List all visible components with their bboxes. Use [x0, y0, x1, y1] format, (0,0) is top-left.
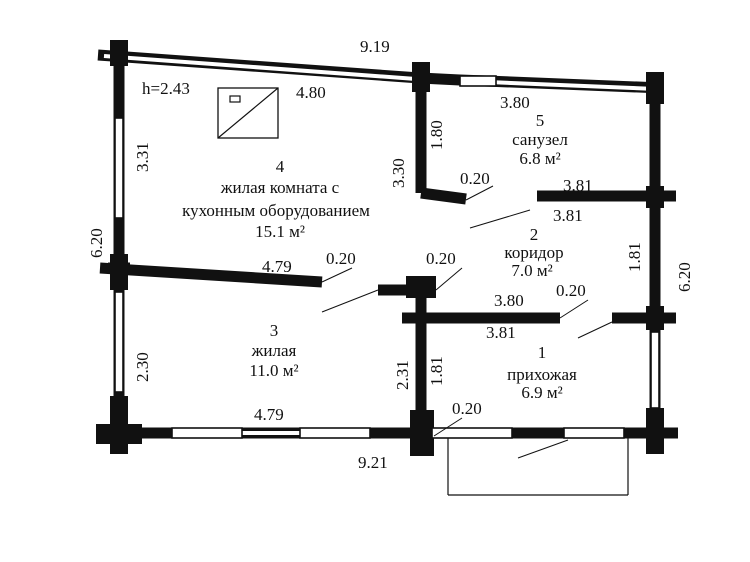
room4-area: 15.1 м²: [255, 222, 305, 241]
window-right: [650, 331, 660, 409]
room5-stub: [420, 187, 467, 205]
room3-name: жилая: [251, 341, 297, 360]
dim-door-stub: 0.20: [452, 399, 482, 418]
dim-room5-bottom-inner: 3.81: [553, 206, 583, 225]
dim-room3-right-outer: 2.31: [393, 360, 412, 390]
dim-left-total: 6.20: [87, 228, 106, 258]
room4-name-line1: жилая комната с: [220, 178, 340, 197]
dim-corridor-stub: 0.20: [426, 249, 456, 268]
room2-area: 7.0 м²: [511, 261, 552, 280]
dim-partition-4-3-end: 0.20: [326, 249, 356, 268]
room-labels: 4 жилая комната с кухонным оборудованием…: [182, 111, 577, 402]
dim-room3-bottom: 4.79: [254, 405, 284, 424]
dim-room3-left: 2.30: [133, 352, 152, 382]
vent-symbol-icon: [217, 87, 279, 139]
room5-name: санузел: [512, 130, 568, 149]
dim-room4-top: 4.80: [296, 83, 326, 102]
window-bottom-1: [171, 427, 243, 439]
dim-room5-top: 3.80: [500, 93, 530, 112]
dim-room5-stub: 0.20: [460, 169, 490, 188]
room4-name-line2: кухонным оборудованием: [182, 201, 370, 220]
dim-hall-top-outer: 3.80: [494, 291, 524, 310]
dim-room4-left: 3.31: [133, 142, 152, 172]
wall-posts: [96, 40, 664, 456]
partition-4-3: [99, 262, 323, 288]
room1-number: 1: [538, 343, 547, 362]
window-bottom-2: [299, 427, 371, 439]
ceiling-height: h=2.43: [142, 79, 190, 98]
window-hall: [431, 427, 513, 439]
dim-corridor-right: 1.81: [625, 242, 644, 272]
room5-number: 5: [536, 111, 545, 130]
dim-right-total: 6.20: [675, 262, 694, 292]
dim-hall-top-inner: 3.81: [486, 323, 516, 342]
room3-area: 11.0 м²: [249, 361, 298, 380]
dimension-labels: 9.19 9.21 h=2.43 4.80 3.80 0.20 3.81 3.8…: [87, 37, 694, 472]
room2-name: коридор: [504, 243, 563, 262]
dim-room5-bottom-outer: 3.81: [563, 176, 593, 195]
room1-area: 6.9 м²: [521, 383, 562, 402]
dim-room5-left: 1.80: [427, 120, 446, 150]
porch: [447, 438, 629, 496]
room5-area: 6.8 м²: [519, 149, 560, 168]
room4-number: 4: [276, 157, 285, 176]
dim-hall-top-stub: 0.20: [556, 281, 586, 300]
dim-bottom-total: 9.21: [358, 453, 388, 472]
leader-lines: [321, 185, 613, 459]
dim-top-total: 9.19: [360, 37, 390, 56]
windows: [114, 75, 660, 439]
window-top: [459, 75, 497, 87]
dim-room3-right-inner: 1.81: [427, 356, 446, 386]
window-left-upper: [114, 117, 124, 219]
window-hall-2: [563, 427, 625, 439]
room3-number: 3: [270, 321, 279, 340]
walls: [96, 44, 678, 445]
dim-partition-4-3: 4.79: [262, 257, 292, 276]
dim-room4-right-wall: 3.30: [389, 158, 408, 188]
room1-name: прихожая: [507, 365, 577, 384]
window-left-lower: [114, 291, 124, 393]
room2-number: 2: [530, 225, 539, 244]
